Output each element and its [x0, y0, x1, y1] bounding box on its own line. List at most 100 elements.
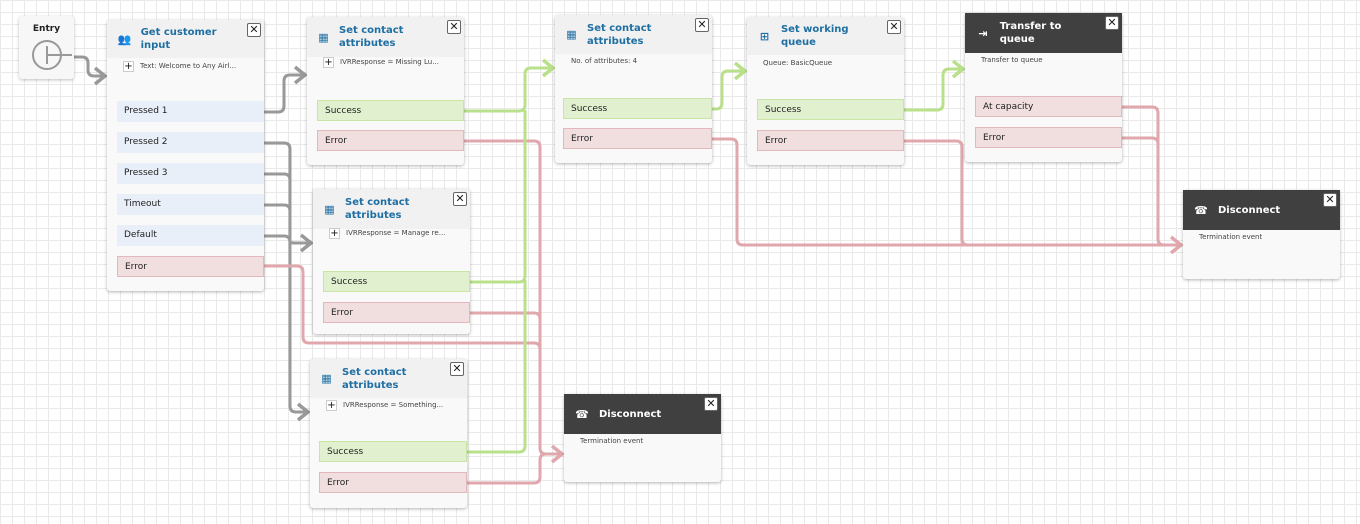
branch-success[interactable]: Success — [317, 100, 464, 121]
swq-error-wire[interactable] — [903, 139, 969, 247]
entry-label: Entry — [32, 24, 61, 34]
branch-success[interactable]: Success — [319, 441, 467, 462]
plus-icon[interactable]: + — [326, 399, 337, 411]
close-icon[interactable]: ✕ — [704, 397, 718, 411]
block-title: Set contact attributes — [342, 366, 407, 391]
branch-default[interactable]: Default — [117, 225, 264, 246]
block-prompt[interactable]: + IVRResponse = Missing Lu... — [307, 49, 439, 75]
prompt-text: Transfer to queue — [981, 56, 1043, 64]
block-title: Set working queue — [780, 24, 849, 48]
block-title: Disconnect — [1218, 204, 1281, 216]
block-header[interactable]: ▦ Set contact attributes ✕ — [313, 189, 470, 229]
block-header[interactable]: ☎ Disconnect ✕ — [564, 394, 721, 434]
branch-timeout[interactable]: Timeout — [117, 194, 264, 215]
arrow-head-icon — [733, 61, 748, 81]
block-header[interactable]: ▦ Set contact attributes ✕ — [307, 17, 464, 57]
close-icon[interactable]: ✕ — [887, 20, 901, 34]
arrow-head-icon — [541, 58, 556, 78]
close-icon[interactable]: ✕ — [695, 18, 709, 32]
timeout-wire[interactable] — [264, 203, 292, 212]
branch-error[interactable]: Error — [317, 130, 464, 151]
swq-success-wire[interactable] — [903, 67, 963, 112]
branch-error[interactable]: Error — [117, 256, 264, 277]
branch-success[interactable]: Success — [563, 98, 712, 119]
block-prompt[interactable]: Queue: BasicQueue — [747, 50, 832, 76]
transfer-icon: ⇥ — [978, 26, 988, 40]
plus-icon[interactable]: + — [323, 56, 334, 68]
block-header[interactable]: ☎ Disconnect ✕ — [1183, 190, 1340, 230]
sca1-error-wire[interactable] — [464, 139, 542, 448]
ttq-capacity-wire[interactable] — [1122, 105, 1165, 247]
plus-icon[interactable]: + — [329, 227, 340, 239]
branch-pressed-3[interactable]: Pressed 3 — [117, 163, 264, 184]
block-sca4[interactable]: ▦ Set contact attributes ✕ No. of attrib… — [555, 15, 712, 163]
arrow-head-icon — [299, 233, 314, 253]
pressed2-wire[interactable] — [264, 141, 308, 414]
user-input-icon: 👥 — [117, 32, 132, 46]
prompt-text: IVRResponse = Missing Lu... — [340, 58, 439, 66]
branch-error[interactable]: Error — [319, 472, 467, 493]
close-icon[interactable]: ✕ — [447, 20, 461, 34]
arrow-head-icon — [93, 66, 108, 86]
block-prompt[interactable]: + Text: Welcome to Any Airl... — [107, 53, 236, 79]
sca3-error-wire[interactable] — [467, 452, 547, 485]
contact-attributes-icon: ▦ — [321, 372, 332, 385]
branch-error[interactable]: Error — [975, 127, 1122, 148]
pressed3-wire[interactable] — [264, 172, 292, 181]
pressed1-wire[interactable] — [264, 73, 305, 114]
close-icon[interactable]: ✕ — [1323, 193, 1337, 207]
block-title: Disconnect — [599, 408, 662, 420]
block-prompt[interactable]: No. of attributes: 4 — [555, 48, 637, 74]
block-header[interactable]: 👥 Get customer input ✕ — [107, 20, 264, 58]
sca4-success-wire[interactable] — [711, 69, 745, 111]
block-sca1[interactable]: ▦ Set contact attributes ✕ + IVRResponse… — [307, 17, 464, 165]
contact-attributes-icon: ▦ — [318, 30, 329, 44]
block-disc2[interactable]: ☎ Disconnect ✕ Termination event — [564, 394, 721, 482]
close-icon[interactable]: ✕ — [1105, 16, 1119, 30]
sca4-error-wire[interactable] — [711, 137, 1181, 247]
branch-at-capacity[interactable]: At capacity — [975, 96, 1122, 117]
branch-error[interactable]: Error — [563, 128, 712, 149]
entry-to-gci[interactable] — [74, 55, 105, 78]
entry-block[interactable]: Entry — [19, 16, 74, 79]
sca2-error-wire[interactable] — [470, 311, 542, 340]
block-header[interactable]: ⇥ Transfer to queue ✕ — [965, 13, 1122, 53]
block-header[interactable]: ⊞ Set working queue ✕ — [747, 17, 904, 55]
branch-error[interactable]: Error — [323, 302, 470, 323]
block-sca2[interactable]: ▦ Set contact attributes ✕ + IVRResponse… — [313, 189, 470, 334]
block-prompt[interactable]: Transfer to queue — [965, 47, 1043, 73]
prompt-text: IVRResponse = Something... — [343, 401, 444, 409]
arrow-head-icon — [296, 402, 311, 422]
default-wire[interactable] — [264, 234, 311, 245]
block-prompt[interactable]: + IVRResponse = Manage re... — [313, 220, 445, 246]
block-sca3[interactable]: ▦ Set contact attributes ✕ + IVRResponse… — [310, 359, 467, 508]
block-prompt[interactable]: Termination event — [1183, 224, 1262, 250]
close-icon[interactable]: ✕ — [247, 23, 261, 37]
prompt-text: Text: Welcome to Any Airl... — [140, 62, 237, 70]
block-prompt[interactable]: + IVRResponse = Something... — [310, 392, 443, 418]
sca3-success-wire[interactable] — [467, 280, 527, 454]
sca2-success-wire[interactable] — [470, 110, 527, 284]
contact-attributes-icon: ▦ — [324, 202, 335, 216]
plus-icon[interactable]: + — [123, 60, 134, 72]
branch-success[interactable]: Success — [323, 271, 470, 292]
ttq-error-wire[interactable] — [1122, 136, 1160, 145]
block-header[interactable]: ▦ Set contact attributes ✕ — [310, 359, 467, 398]
block-title: Set contact attributes — [339, 25, 404, 49]
branch-pressed-1[interactable]: Pressed 1 — [117, 101, 264, 122]
branch-pressed-2[interactable]: Pressed 2 — [117, 132, 264, 153]
block-gci[interactable]: 👥 Get customer input ✕ + Text: Welcome t… — [107, 20, 264, 291]
branch-success[interactable]: Success — [757, 99, 904, 120]
close-icon[interactable]: ✕ — [453, 192, 467, 206]
sca1-success-wire[interactable] — [464, 66, 553, 113]
block-disc1[interactable]: ☎ Disconnect ✕ Termination event — [1183, 190, 1340, 279]
arrow-head-icon — [1169, 235, 1184, 255]
block-prompt[interactable]: Termination event — [564, 428, 643, 454]
block-header[interactable]: ▦ Set contact attributes ✕ — [555, 15, 712, 54]
close-icon[interactable]: ✕ — [450, 362, 464, 376]
gci-error-wire[interactable] — [264, 264, 562, 456]
branch-error[interactable]: Error — [757, 130, 904, 151]
